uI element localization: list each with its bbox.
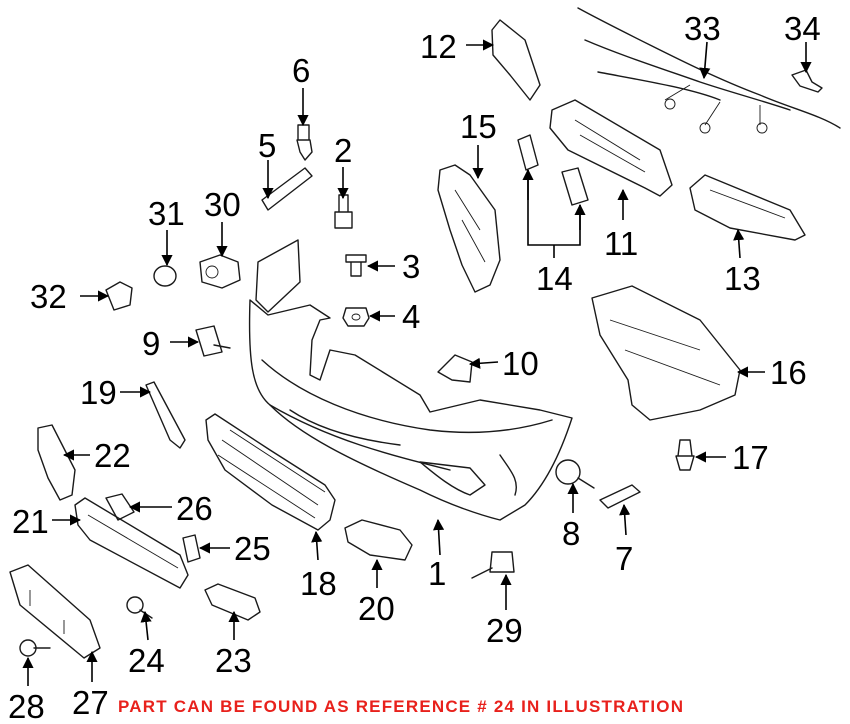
callout-4: 4 [402,298,420,335]
callout-5: 5 [258,127,276,164]
socket-part-8 [555,459,595,489]
callout-13: 13 [724,260,761,297]
callout-20: 20 [358,590,395,627]
cap-part-23 [204,583,261,621]
strip-part-5 [261,167,313,211]
clip-part-9 [195,325,231,357]
holder-part-32 [105,281,133,311]
support-part-15 [437,164,501,293]
callout-3: 3 [402,248,420,285]
callout-24: 24 [128,642,165,679]
callout-21: 21 [12,503,49,540]
callout-23: 23 [215,642,252,679]
callout-16: 16 [770,354,807,391]
plate-part-27 [9,564,101,659]
callout-31: 31 [148,195,185,232]
clip-part-6 [296,124,313,161]
callout-27: 27 [72,684,109,721]
leader-lines [22,39,812,686]
callout-7: 7 [615,540,633,577]
bolt-part-3 [345,254,367,277]
bolt-part-28 [19,639,51,657]
callout-1: 1 [428,555,446,592]
callout-33: 33 [684,10,721,47]
cover-part-22 [37,424,76,501]
callout-11: 11 [604,225,638,262]
callout-14: 14 [536,260,573,297]
callout-17: 17 [732,439,769,476]
callout-15: 15 [460,108,497,145]
frame-part-20 [344,519,413,561]
strip-part-19 [145,381,186,449]
guide-part-12 [491,19,541,101]
callout-2: 2 [334,132,352,169]
callout-10: 10 [502,345,539,382]
grille-part-21 [74,497,189,589]
callout-28: 28 [8,688,45,724]
reference-note: PART CAN BE FOUND AS REFERENCE # 24 IN I… [118,697,685,716]
callout-9: 9 [142,325,160,362]
lamp-socket-part-29 [471,551,515,579]
callout-6: 6 [292,52,310,89]
callout-30: 30 [204,186,241,223]
ring-part-31 [153,265,177,287]
callout-12: 12 [420,28,457,65]
guide-part-13 [689,174,806,241]
bracket-part-7 [599,484,641,509]
nut-part-4 [342,307,370,327]
sensor-part-30 [199,254,241,289]
callout-29: 29 [486,612,523,649]
callout-labels: 1 2 3 4 5 6 7 8 9 10 11 12 13 14 15 16 1… [8,10,821,724]
callout-8: 8 [562,515,580,552]
bracket-part-14 [517,134,589,206]
callout-19: 19 [80,374,117,411]
grille-part-18 [205,413,336,531]
carrier-part-16 [591,285,741,421]
clip-part-17 [675,439,695,471]
clip-part-25 [182,534,201,563]
bumper-cover-part [248,239,573,521]
clip-part-34 [791,69,823,93]
clip-part-26 [105,493,135,521]
callout-26: 26 [176,490,213,527]
bracket-part-10 [437,354,473,383]
stud-part-2 [334,194,353,229]
screw-part-24 [126,596,153,619]
absorber-part-11 [549,99,673,197]
callout-22: 22 [94,437,131,474]
callout-34: 34 [784,10,821,47]
callout-25: 25 [234,530,271,567]
callout-18: 18 [300,565,337,602]
callout-32: 32 [30,278,67,315]
